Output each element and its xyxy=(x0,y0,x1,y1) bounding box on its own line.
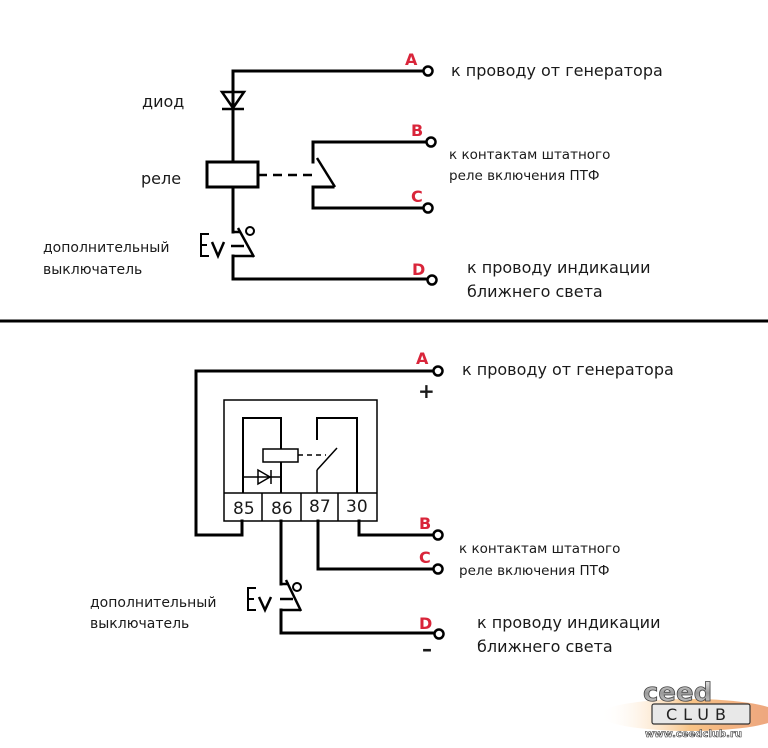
logo-brand-bottom: CLUB xyxy=(666,705,732,724)
relay-pin-85: 85 xyxy=(233,499,255,519)
bottom-diagram: + 85 86 87 30 xyxy=(90,349,674,661)
wire-to-d xyxy=(231,254,429,281)
terminal-b-label: B xyxy=(411,121,423,140)
relay-pin-87: 87 xyxy=(309,497,331,517)
terminal-d-label: D xyxy=(419,614,432,633)
wire-30-to-b xyxy=(357,519,436,537)
wire-87-to-c xyxy=(316,519,436,571)
terminal-a-label: A xyxy=(405,50,418,69)
terminal-bc-desc-line2: реле включения ПТФ xyxy=(459,563,610,579)
logo-plate xyxy=(651,703,751,725)
ceedclub-watermark: ceed CLUB www.ceedclub.ru xyxy=(600,678,768,740)
terminal-bc-desc-line1: к контактам штатного xyxy=(459,541,620,557)
terminal-c-label: C xyxy=(419,548,431,567)
terminal-b xyxy=(425,136,437,148)
terminal-d-desc-line1: к проводу индикации xyxy=(467,258,650,277)
terminal-d xyxy=(433,628,445,640)
top-diagram: диод реле дополнительный выключатель A B… xyxy=(43,50,663,301)
switch-label-line2: выключатель xyxy=(90,616,189,632)
relay-pin-30: 30 xyxy=(346,497,368,517)
terminal-a xyxy=(422,65,434,77)
terminal-a-desc: к проводу от генератора xyxy=(462,360,674,379)
logo-brand-top: ceed xyxy=(643,678,712,708)
wire-to-b xyxy=(311,140,428,164)
diode-label: диод xyxy=(142,92,184,111)
terminal-d-desc-line2: ближнего света xyxy=(467,282,603,301)
terminal-d-desc-line2: ближнего света xyxy=(477,637,613,656)
terminal-a-label: A xyxy=(416,349,429,368)
relay-internal-schematic xyxy=(242,417,358,493)
relay-pin-86: 86 xyxy=(271,499,293,519)
relay-coil-icon xyxy=(205,160,260,189)
terminal-c-label: C xyxy=(411,187,423,206)
relay-contact-icon xyxy=(315,157,337,188)
switch-label-line1: дополнительный xyxy=(43,240,169,256)
terminal-c xyxy=(432,563,444,575)
switch-label-line2: выключатель xyxy=(43,262,142,278)
terminal-d-label: D xyxy=(412,260,425,279)
relay-coil-icon xyxy=(262,448,299,463)
relay-contact-icon xyxy=(316,447,338,471)
terminal-d xyxy=(426,274,438,286)
terminal-bc-desc-line2: реле включения ПТФ xyxy=(449,168,600,184)
terminal-d-desc-line1: к проводу индикации xyxy=(477,613,660,632)
pushbutton-switch-icon xyxy=(247,579,303,613)
terminal-a-desc: к проводу от генератора xyxy=(451,61,663,80)
minus-sign: – xyxy=(422,637,432,661)
terminal-bc-desc-line1: к контактам штатного xyxy=(449,147,610,163)
logo-url: www.ceedclub.ru xyxy=(645,729,742,740)
plus-sign: + xyxy=(418,379,435,403)
terminal-c xyxy=(422,202,434,214)
terminal-b xyxy=(432,529,444,541)
relay-label: реле xyxy=(141,169,181,188)
switch-label-line1: дополнительный xyxy=(90,595,216,611)
wire-a-to-85 xyxy=(194,369,436,537)
wire-to-c xyxy=(311,185,426,210)
diode-icon xyxy=(257,468,272,486)
wire-to-d xyxy=(279,608,436,635)
wire-to-a xyxy=(231,69,426,112)
terminal-b-label: B xyxy=(419,514,431,533)
terminal-a xyxy=(432,365,444,377)
pushbutton-switch-icon xyxy=(200,226,256,260)
